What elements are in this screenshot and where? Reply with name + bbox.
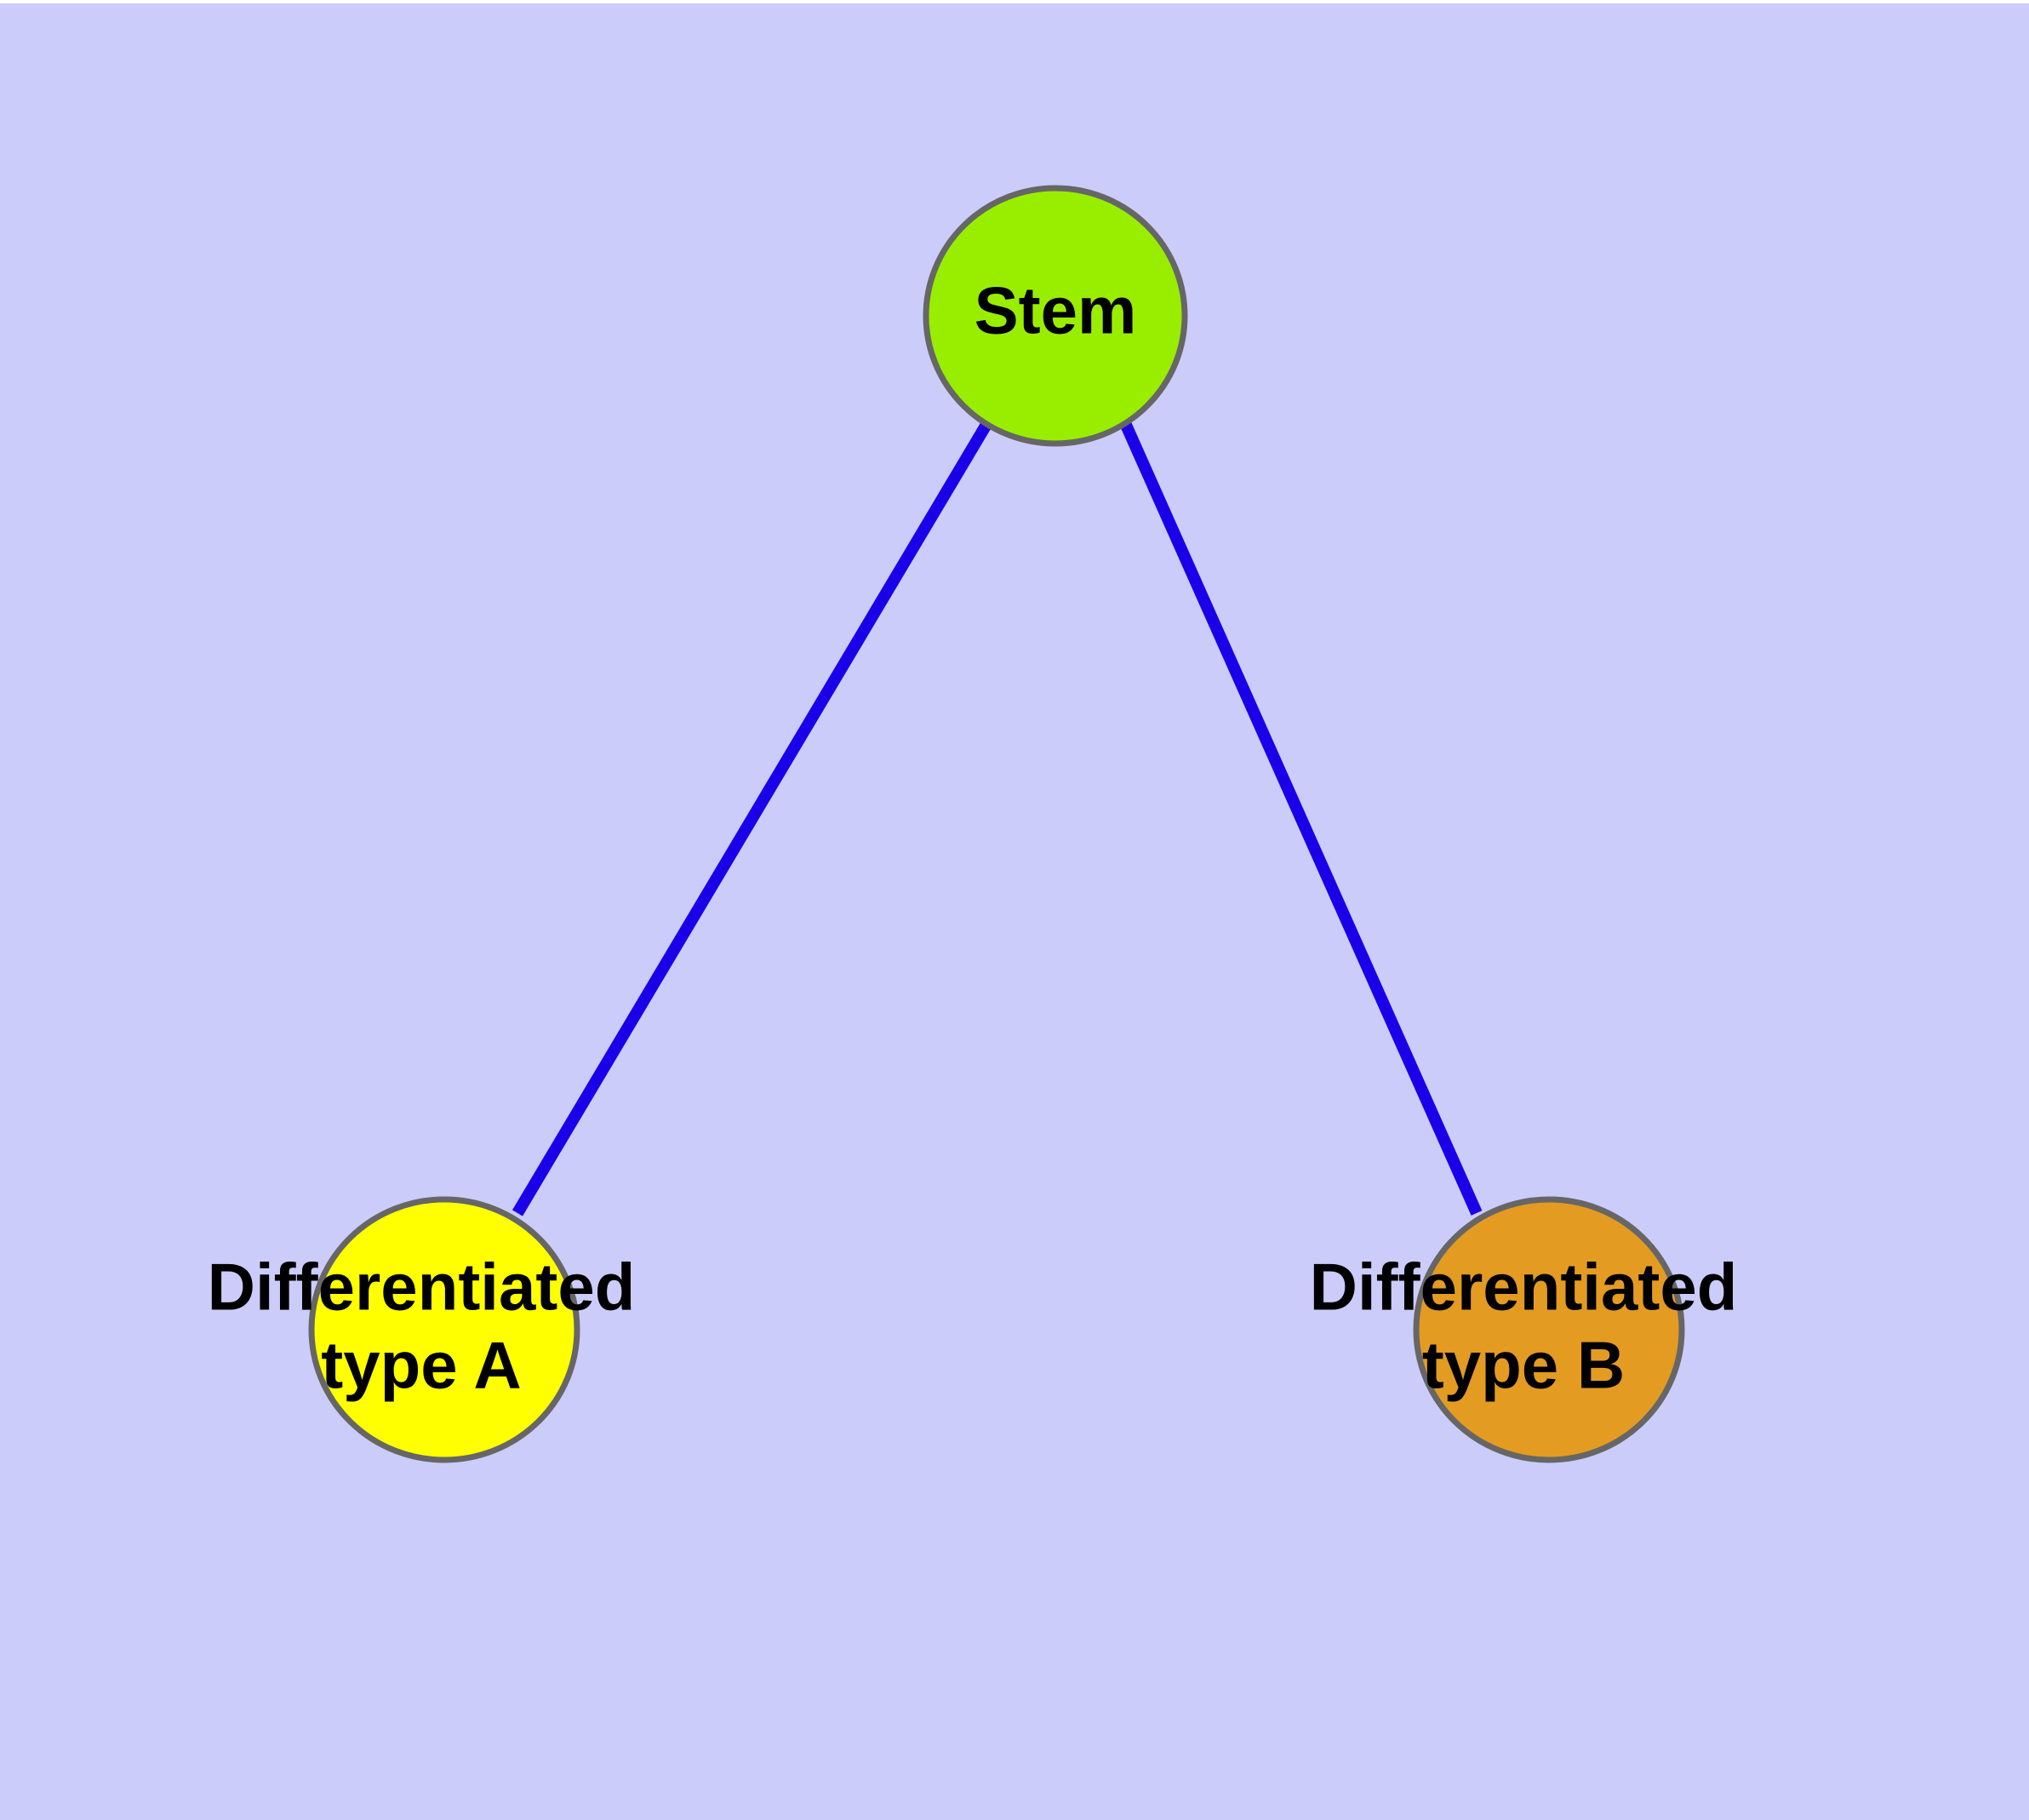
node-differentiated-type-b[interactable]: Differentiated type B xyxy=(1310,1196,1738,1463)
node-differentiated-type-b-shape[interactable] xyxy=(1413,1196,1685,1463)
node-differentiated-type-a[interactable]: Differentiated type A xyxy=(208,1196,636,1463)
node-differentiated-type-a-label-line2: type A xyxy=(321,1328,522,1403)
edge-stem-to-differentiated-type-a[interactable] xyxy=(512,420,993,1216)
node-differentiated-type-a-label-line1: Differentiated xyxy=(208,1250,636,1325)
node-differentiated-type-b-label-line2: type B xyxy=(1422,1328,1625,1403)
node-differentiated-type-b-label-line1: Differentiated xyxy=(1310,1250,1738,1325)
node-stem-label: Stem xyxy=(974,273,1137,348)
node-stem[interactable]: Stem xyxy=(923,185,1188,447)
node-differentiated-type-a-shape[interactable] xyxy=(308,1196,580,1463)
edge-stem-to-differentiated-type-b[interactable] xyxy=(1119,421,1483,1216)
node-stem-shape[interactable] xyxy=(923,185,1188,447)
edges-layer xyxy=(512,420,1483,1216)
